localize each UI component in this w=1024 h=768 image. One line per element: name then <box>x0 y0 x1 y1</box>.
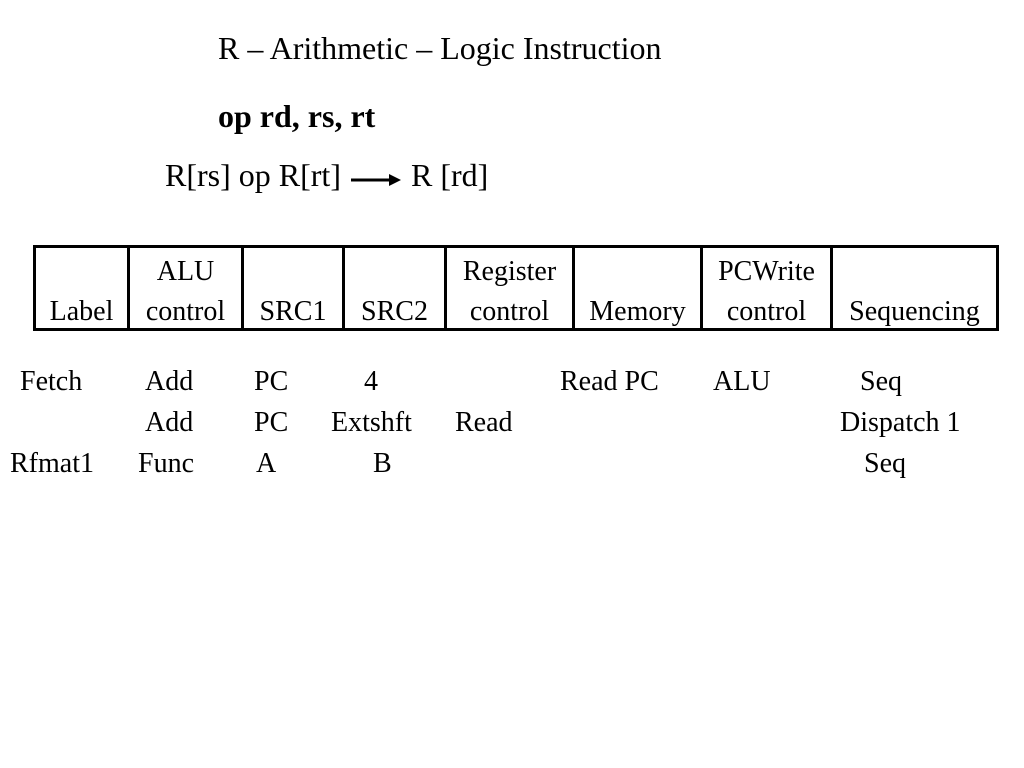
cell-src1: PC <box>254 407 289 438</box>
header-line1: ALU <box>156 256 215 287</box>
cell-label: Fetch <box>20 366 83 397</box>
right-arrow-icon <box>345 159 407 193</box>
cell-label: Rfmat1 <box>10 448 94 479</box>
slide-title: R – Arithmetic – Logic Instruction <box>218 30 662 66</box>
header-src2: SRC2 <box>345 248 447 328</box>
cell-sequencing: Seq <box>864 448 906 479</box>
rtl-destination: R [rd] <box>410 157 489 193</box>
header-alu-control: ALU control <box>130 248 244 328</box>
register-transfer: R[rs] op R[rt] R [rd] <box>165 157 488 194</box>
cell-sequencing: Seq <box>860 366 902 397</box>
cell-sequencing: Dispatch 1 <box>840 407 961 438</box>
cell-src2: Extshft <box>331 407 412 438</box>
header-line1: PCWrite <box>718 256 815 287</box>
header-memory: Memory <box>575 248 703 328</box>
cell-alu-control: Add <box>145 407 194 438</box>
cell-alu-control: Func <box>138 448 194 479</box>
header-pcwrite-control: PCWrite control <box>703 248 833 328</box>
header-line2: Label <box>49 296 114 327</box>
instruction-syntax: op rd, rs, rt <box>218 98 376 134</box>
microinstruction-header-table: Label ALU control SRC1 SRC2 Register con… <box>33 245 999 331</box>
cell-src1: A <box>256 448 277 479</box>
cell-alu-control: Add <box>145 366 194 397</box>
cell-src2: B <box>373 448 392 479</box>
cell-pcwrite-control: ALU <box>713 366 771 397</box>
rtl-source: R[rs] op R[rt] <box>165 157 341 193</box>
header-line2: Sequencing <box>849 296 980 327</box>
header-line2: SRC1 <box>259 296 327 327</box>
cell-src2: 4 <box>364 366 378 397</box>
cell-register-control: Read <box>455 407 513 438</box>
header-line2: control <box>469 296 550 327</box>
header-line1: Register <box>462 256 557 287</box>
header-line2: control <box>726 296 807 327</box>
cell-src1: PC <box>254 366 289 397</box>
cell-memory: Read PC <box>560 366 659 397</box>
header-sequencing: Sequencing <box>833 248 996 328</box>
header-src1: SRC1 <box>244 248 345 328</box>
header-line2: Memory <box>589 296 686 327</box>
header-line2: control <box>145 296 226 327</box>
header-register-control: Register control <box>447 248 575 328</box>
header-line2: SRC2 <box>361 296 428 327</box>
header-label: Label <box>36 248 130 328</box>
